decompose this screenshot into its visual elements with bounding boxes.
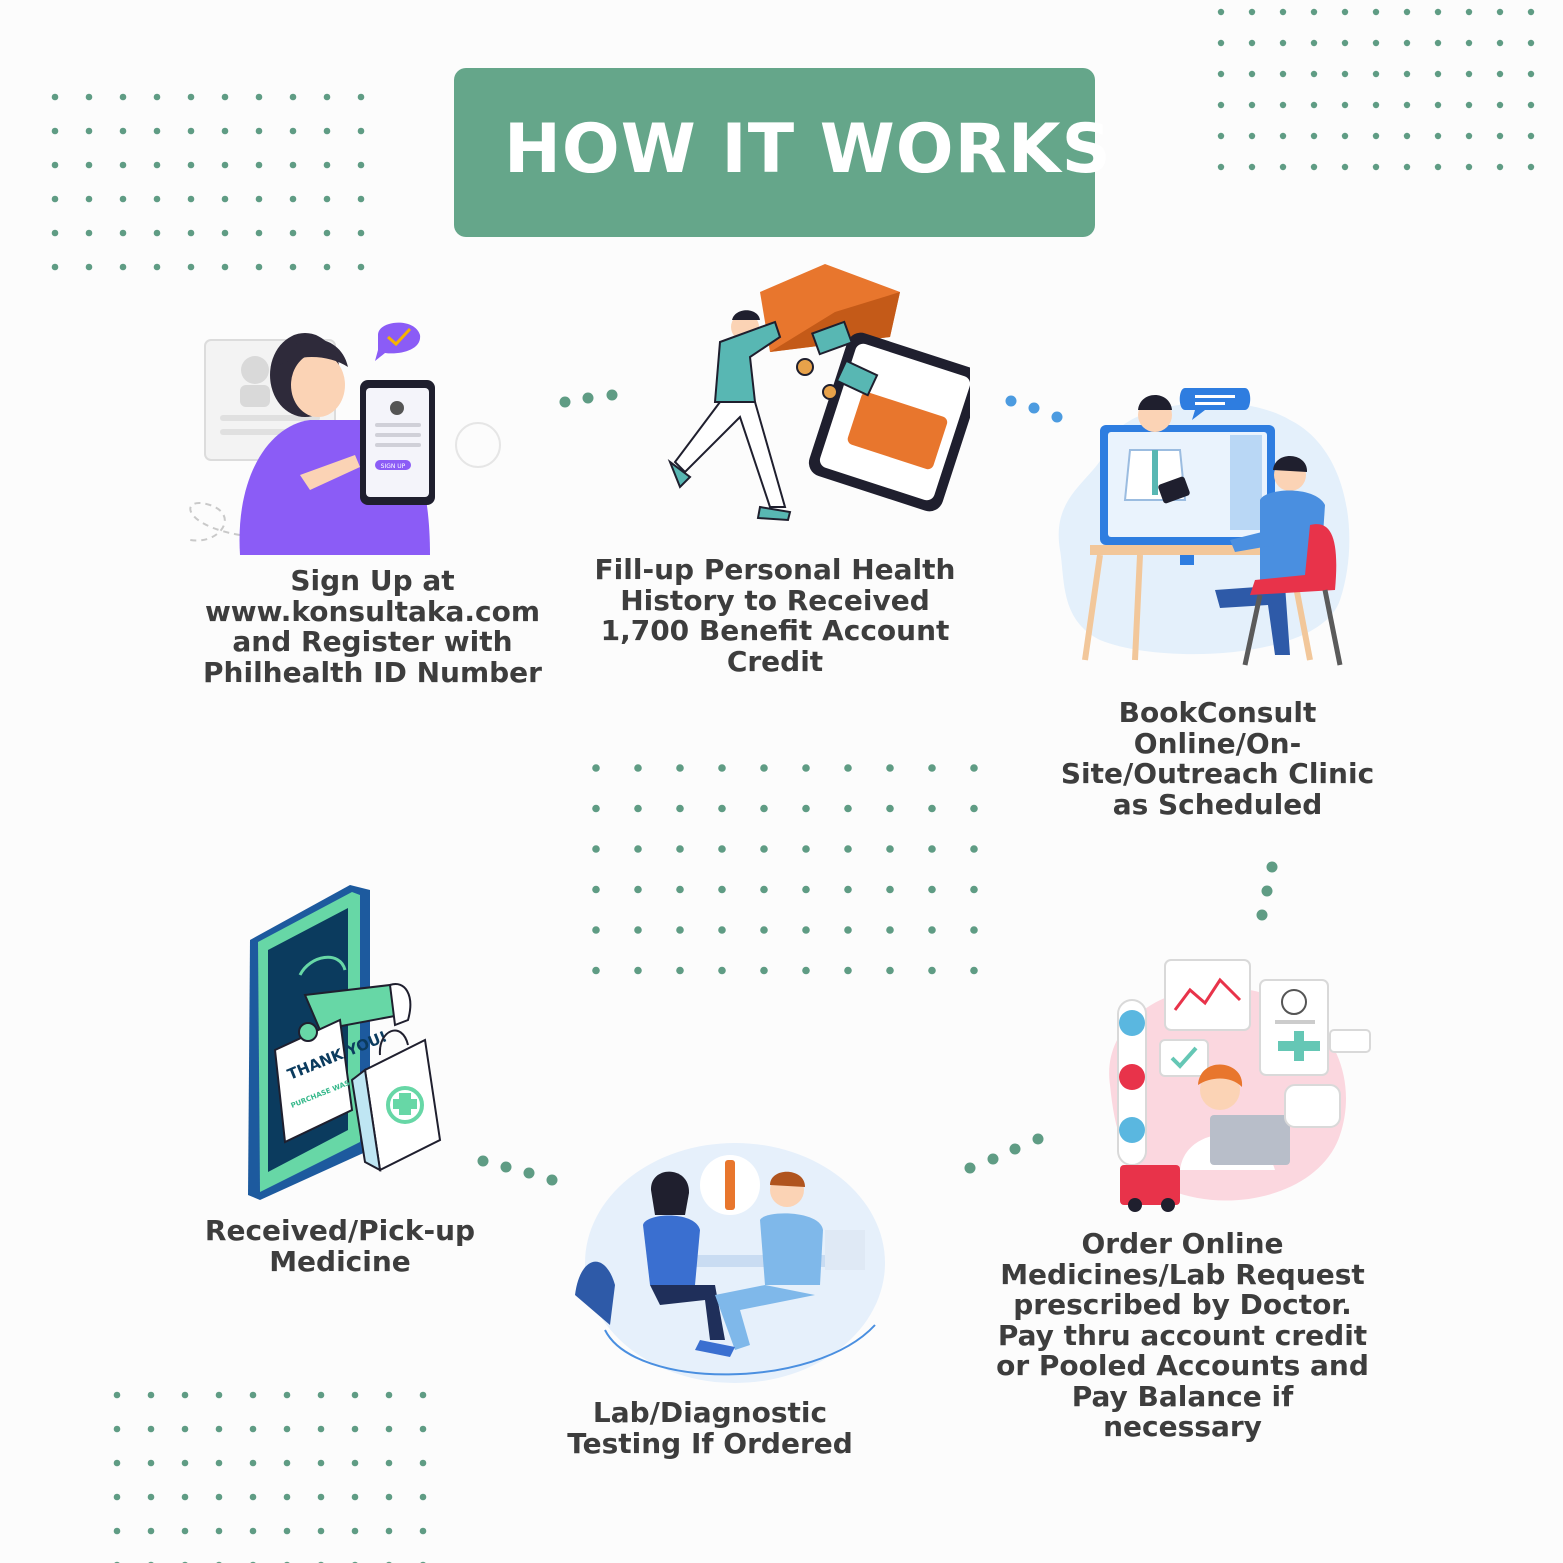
page-title: HOW IT WORKS [504,110,1112,189]
dot-grid-top-right [1206,0,1546,185]
step-6-label: Received/Pick-up Medicine [204,1214,476,1278]
medicine-pickup-illustration: THANK YOU! PURCHASE WAS SUCCESSFUL! [248,885,442,1200]
step-5-label: Lab/Diagnostic Testing If Ordered [567,1396,853,1460]
step-1-label: Sign Up at www.konsultaka.com and Regist… [203,564,542,689]
dot-grid-center [580,748,990,988]
title-banner: HOW IT WORKS [454,68,1111,237]
signup-button-label: SIGN UP [381,463,406,470]
step-2-label: Fill-up Personal Health History to Recei… [594,553,956,678]
signup-phone-illustration: SIGN UP [189,322,501,555]
online-order-illustration [1109,959,1371,1212]
lab-testing-illustration [575,1143,885,1383]
dot-grid-bottom-left [100,1378,440,1563]
step-4-label: Order Online Medicines/Lab Request presc… [996,1227,1369,1443]
connector-step1-step2 [559,389,618,408]
step-3-label: BookConsult Online/On-Site/Outreach Clin… [1060,696,1375,821]
connector-step3-step4 [1256,861,1278,921]
dot-grid-top-left [40,80,380,280]
connector-step2-step3 [1005,395,1063,423]
connector-step4-step5 [964,1133,1044,1174]
online-consult-illustration [1058,388,1350,666]
connector-step5-step6 [477,1155,558,1186]
wallet-credit-illustration [667,264,970,522]
